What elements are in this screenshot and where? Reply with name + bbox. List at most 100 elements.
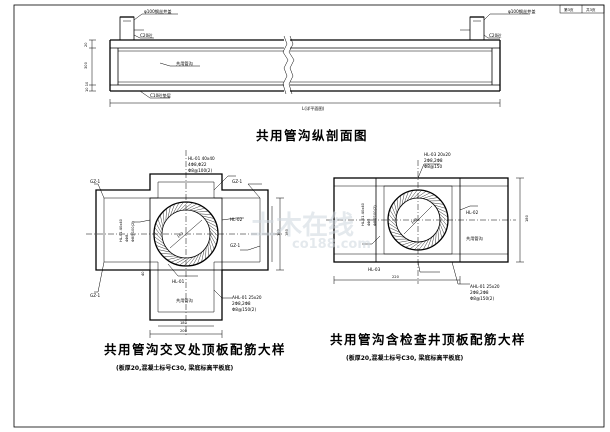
ring-hatch-line	[437, 229, 440, 242]
ring-hatch-line	[157, 218, 163, 231]
ring-hatch-line	[401, 241, 414, 246]
ring-hatch-line	[156, 245, 168, 250]
ring-hatch-line	[175, 201, 184, 213]
cross-ring-hatch	[153, 201, 219, 267]
cross-hl01-left2: 4Φ8	[125, 234, 129, 242]
profile-dim-bot: 10 10	[85, 81, 89, 92]
ring-hatch-line	[431, 234, 435, 247]
cross-hl01-top: HL-01 40x40	[188, 156, 215, 161]
cross-gz-mr: GZ-1	[230, 243, 241, 248]
ring-hatch-line	[438, 213, 449, 222]
ring-hatch-line	[419, 192, 431, 199]
ring-hatch-line	[206, 220, 218, 228]
cross-hl01-left: HL-01 40x40	[119, 218, 123, 242]
ring-hatch-line	[390, 231, 402, 236]
manhole-dim-circle: 100	[410, 217, 418, 225]
ring-hatch-line	[198, 213, 212, 215]
cross-title: 共用管沟交叉处顶板配筋大样	[104, 342, 286, 357]
cross-pipe: 共用管沟	[176, 297, 193, 304]
ring-hatch-line	[205, 246, 207, 260]
ring-hatch-line	[434, 204, 446, 209]
ring-hatch-line	[423, 238, 430, 250]
ring-hatch-line	[409, 241, 420, 250]
ring-hatch-line	[197, 252, 202, 264]
ring-hatch-line	[388, 213, 397, 224]
ring-hatch-line	[412, 190, 422, 199]
ring-hatch-line	[163, 211, 165, 225]
cross-gz-bl: GZ-1	[90, 293, 101, 298]
sheet-total: 共3页	[586, 7, 596, 12]
ring-hatch-line	[157, 249, 171, 253]
sheet-number: 第3页	[564, 7, 574, 12]
manhole-note: (板厚20,混凝土标号C30, 梁底标高平板底)	[346, 354, 463, 362]
cross-dim-circle: 100	[176, 231, 184, 239]
cross-hl02: HL-02	[230, 217, 243, 222]
manhole-hl03-top3: Φ8@150	[424, 164, 442, 169]
profile-dim-mid: 300	[84, 61, 88, 69]
watermark: 土木在线 co188.com	[250, 211, 371, 252]
ring-hatch-line	[183, 256, 193, 267]
ring-hatch-line	[439, 219, 447, 231]
ring-hatch-line	[204, 218, 216, 223]
ring-hatch-line	[388, 227, 400, 233]
ring-hatch-line	[439, 216, 448, 227]
manhole-hl01-left: HL-01 40x40	[361, 202, 365, 226]
manhole-title: 共用管沟含检查井顶板配筋大样	[330, 332, 526, 347]
ring-hatch-line	[208, 227, 219, 237]
ring-hatch-line	[185, 203, 198, 211]
ring-hatch-line	[163, 255, 177, 257]
watermark-text: 土木在线	[250, 211, 354, 241]
manhole-hl03-bottom: HL-03	[368, 267, 381, 272]
ring-hatch-line	[416, 190, 427, 199]
page-number-box: 第3页 共3页	[559, 4, 605, 14]
ring-hatch-line	[388, 222, 399, 230]
ring-hatch-line	[174, 257, 187, 265]
ring-hatch-line	[414, 241, 424, 250]
ring-hatch-line	[207, 223, 219, 232]
watermark-url: co188.com	[292, 237, 371, 252]
ring-hatch-line	[207, 243, 209, 257]
ring-hatch-line	[209, 237, 215, 250]
manhole-hl03-top2: 2Φ8,2Φ8	[424, 158, 443, 163]
ring-hatch-line	[182, 202, 193, 211]
ring-hatch-line	[438, 226, 443, 239]
manhole-ahl3: Φ8@150(2)	[470, 296, 494, 301]
ring-hatch-line	[392, 235, 405, 238]
manhole-detail: 100 180 220 HL-03 20x20 2Φ8,2Φ8 Φ8@150 H…	[326, 152, 529, 301]
ring-hatch-line	[398, 240, 410, 243]
ring-hatch-line	[179, 201, 189, 212]
manhole-ahl2: 2Φ8,2Φ8	[470, 290, 489, 295]
ring-hatch-line	[208, 240, 212, 254]
manhole-hl03-top: HL-03 20x20	[424, 152, 451, 157]
ring-hatch-line	[170, 257, 183, 263]
manhole-hl01-left2: 4Φ8	[367, 218, 371, 226]
ring-hatch-line	[401, 193, 405, 206]
ring-hatch-line	[404, 191, 409, 203]
profile-c20-right: C20砼	[489, 32, 502, 38]
cross-hl01-inner: HL-01	[172, 279, 185, 284]
manhole-ring-hatch	[387, 189, 449, 251]
manhole-ahl: AHL-01 25x20	[470, 284, 500, 289]
ring-hatch-line	[166, 256, 180, 260]
ring-hatch-line	[160, 214, 164, 228]
sheet-border	[13, 4, 605, 428]
ring-hatch-line	[422, 194, 435, 199]
ring-hatch-line	[154, 227, 163, 238]
ring-hatch-line	[153, 231, 164, 241]
cross-hl01-top2: 4Φ8,Φ22	[188, 162, 207, 167]
ring-hatch-line	[437, 210, 448, 218]
ring-hatch-line	[439, 223, 445, 235]
manhole-dim-bottom: 220	[392, 275, 400, 279]
ring-hatch-line	[393, 201, 398, 214]
profile-dim-top: 20	[84, 42, 88, 47]
ring-hatch-line	[160, 253, 174, 255]
profile-c20-left: C20砼	[140, 32, 153, 38]
cross-dim-left: 40	[141, 271, 145, 276]
ring-hatch-line	[427, 237, 432, 249]
cross-hl01-left3: Φ8@100(2)	[131, 221, 135, 242]
manhole-dim-right: 180	[525, 214, 529, 222]
ring-hatch-line	[165, 208, 167, 222]
profile-title: 共用管沟纵剖面图	[256, 128, 368, 143]
cross-dim-bottom1: 180	[180, 321, 188, 325]
manhole-pipe: 共用管沟	[466, 235, 483, 242]
